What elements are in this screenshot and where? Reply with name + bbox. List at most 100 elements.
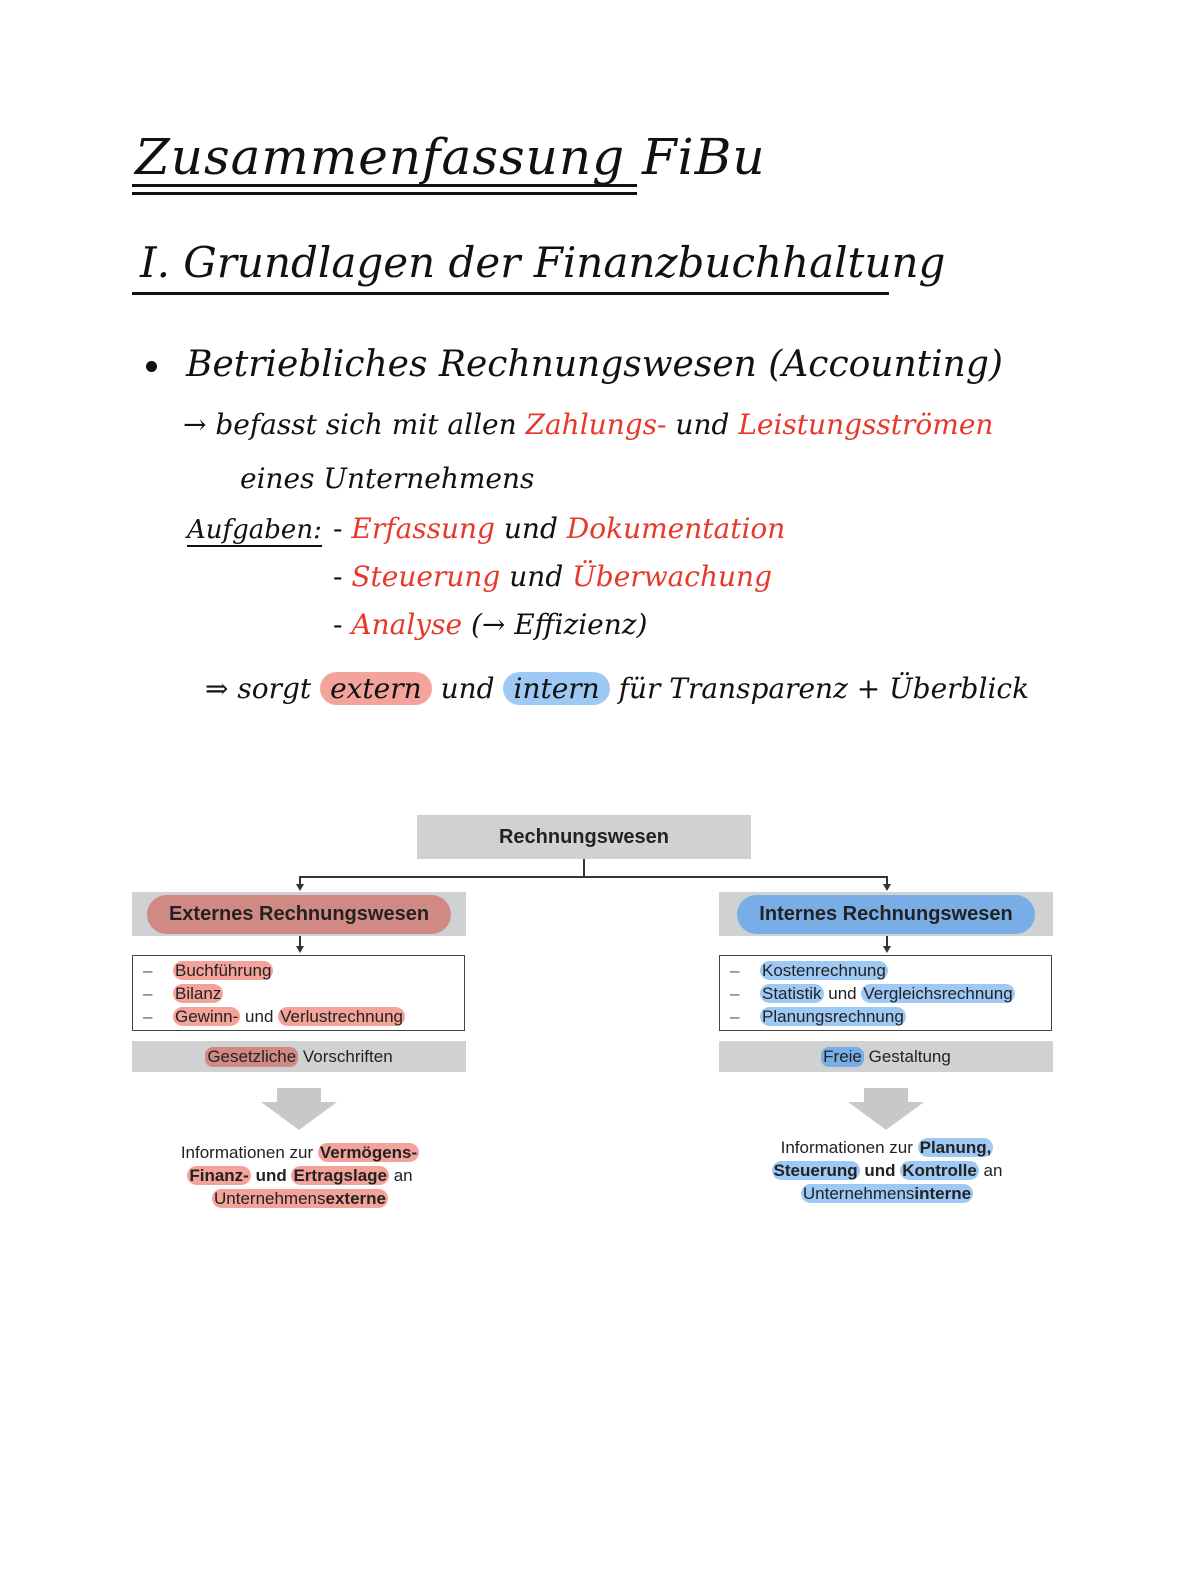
external-accounting-title: Externes Rechnungswesen [146,894,452,934]
connector-line [583,859,585,876]
arrow-stem [277,1088,321,1103]
list-item: – Kostenrechnung [720,960,1051,983]
connector-line [299,876,886,878]
task-item: - Steuerung und Überwachung [333,560,772,593]
title-underline [132,184,637,187]
arrow-down-icon [296,946,304,953]
external-accounting-box: Externes Rechnungswesen [132,892,466,936]
task-dash: - [333,608,343,641]
list-item: – Statistik und Vergleichsrechnung [720,983,1051,1006]
task-conjunction: und [503,512,558,545]
info-text-bold: externe [325,1189,386,1208]
highlight-red: Gewinn- [173,1007,241,1026]
list-dash: – [143,961,153,980]
section-underline [132,292,889,295]
list-item-text: Planungsrechnung [760,1007,906,1027]
info-highlight: Unternehmensinterne [800,1184,974,1203]
connector-line [886,936,888,947]
task-conjunction: und [509,560,564,593]
definition-line-1: → befasst sich mit allen Zahlungs- und L… [183,408,993,441]
highlight-intern: intern [503,672,610,705]
highlight-extern: extern [320,672,432,705]
definition-conjunction: und [675,408,730,441]
highlight-blue: Statistik [760,984,824,1003]
internal-info-text: Informationen zur Planung, Steuerung und… [707,1136,1067,1205]
conclusion-suffix: für Transparenz + Überblick [618,672,1030,705]
task-term: Erfassung [351,512,495,545]
conclusion-line: ⇒ sorgt extern und intern für Transparen… [205,672,1029,705]
highlight-blue: Freie [821,1046,864,1067]
highlight-blue: Vergleichsrechnung [861,984,1015,1003]
conclusion-prefix: ⇒ sorgt [205,672,312,705]
internal-rules-box: Freie Gestaltung [719,1041,1053,1072]
list-item: – Bilanz [133,983,464,1006]
connector-line [299,876,301,885]
info-text-bold: und [250,1166,292,1185]
rule-text: Gestaltung [863,1046,951,1066]
task-item: - Erfassung und Dokumentation [333,512,785,545]
highlight-blue: Planungsrechnung [760,1007,906,1026]
definition-text: befasst sich mit allen [215,408,517,441]
list-item: – Gewinn- und Verlustrechnung [133,1006,464,1029]
page-title: Zusammenfassung FiBu [135,128,766,186]
title-underline-second [132,192,637,195]
arrow-stem [864,1088,908,1103]
section-heading: I. Grundlagen der Finanzbuchhaltung [140,238,946,287]
definition-line-2: eines Unternehmens [240,462,535,495]
list-item-text: Statistik und Vergleichsrechnung [760,984,1015,1004]
info-highlight: Finanz- [187,1166,251,1185]
task-dash: - [333,512,343,545]
task-dash: - [333,560,343,593]
arrow-down-icon [296,884,304,891]
connector-line [299,936,301,947]
task-term: Steuerung [351,560,501,593]
external-rules-box: Gesetzliche Vorschriften [132,1041,466,1072]
list-item-text: Gewinn- und Verlustrechnung [173,1007,405,1027]
info-text: Informationen zur [780,1138,918,1157]
external-info-text: Informationen zur Vermögens- Finanz- und… [120,1141,480,1210]
list-dash: – [730,1007,740,1026]
info-highlight: Kontrolle [900,1161,979,1180]
external-items-list: – Buchführung – Bilanz – Gewinn- und Ver… [132,955,465,1031]
plain-text: und [823,984,862,1003]
rule-text: Vorschriften [298,1046,393,1066]
info-highlight: Vermögens- [317,1143,420,1162]
internal-accounting-title: Internes Rechnungswesen [737,894,1035,934]
task-term: Überwachung [572,560,773,593]
list-dash: – [730,961,740,980]
task-term: Analyse [351,608,463,641]
info-text-bold: und [859,1161,901,1180]
info-highlight: Steuerung [771,1161,860,1180]
bullet-heading: Betriebliches Rechnungswesen (Accounting… [186,344,1003,385]
task-item: - Analyse (→ Effizienz) [333,608,647,641]
list-item: – Planungsrechnung [720,1006,1051,1029]
info-text: an [978,1161,1003,1180]
highlight-red: Gesetzliche [205,1046,299,1067]
list-item-text: Bilanz [173,984,224,1004]
info-text-bold: interne [914,1184,972,1203]
info-highlight: Unternehmensexterne [212,1189,388,1208]
info-highlight: Ertragslage [291,1166,389,1185]
list-item: – Buchführung [133,960,464,983]
arrow-down-icon [883,946,891,953]
highlight-red: Verlustrechnung [278,1007,405,1026]
conclusion-conjunction: und [440,672,495,705]
arrow-down-icon [883,884,891,891]
info-text: Unternehmens [802,1184,915,1203]
arrow-down-large-icon [848,1102,924,1130]
highlight-red: Buchführung [173,961,274,980]
internal-accounting-box: Internes Rechnungswesen [719,892,1053,936]
arrow-down-large-icon [261,1102,337,1130]
list-dash: – [143,984,153,1003]
definition-term-zahlungen: Zahlungs- [525,408,667,441]
connector-line [886,876,888,885]
internal-items-list: – Kostenrechnung – Statistik und Verglei… [719,955,1052,1031]
list-item-text: Buchführung [173,961,274,981]
info-text: Informationen zur [180,1143,318,1162]
info-highlight: Planung, [917,1138,994,1157]
definition-term-leistungen: Leistungsströmen [738,408,994,441]
diagram-root-box: Rechnungswesen [417,815,751,859]
highlight-blue: Kostenrechnung [760,961,888,980]
list-dash: – [730,984,740,1003]
plain-text: und [240,1007,279,1026]
